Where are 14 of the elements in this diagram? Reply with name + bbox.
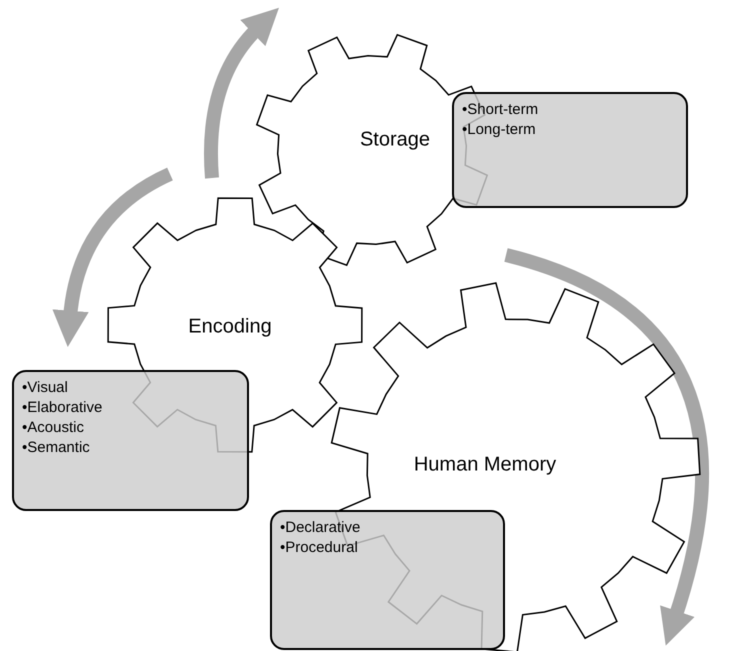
list-item: •Declarative [280, 518, 362, 538]
list-panel [270, 510, 505, 650]
list-item: •Visual [22, 378, 69, 398]
list-item: •Procedural [280, 538, 359, 558]
gear-label: Human Memory [414, 454, 556, 476]
gear-label: Storage [360, 128, 430, 152]
list-item: •Semantic [22, 438, 91, 458]
gear-label: Encoding [188, 316, 272, 338]
list-item: •Elaborative [22, 398, 104, 418]
list-panel [452, 92, 688, 208]
list-item: •Long-term [462, 120, 537, 140]
list-item: •Acoustic [22, 418, 85, 438]
list-item: •Short-term [462, 100, 540, 120]
list-panel [12, 370, 249, 511]
